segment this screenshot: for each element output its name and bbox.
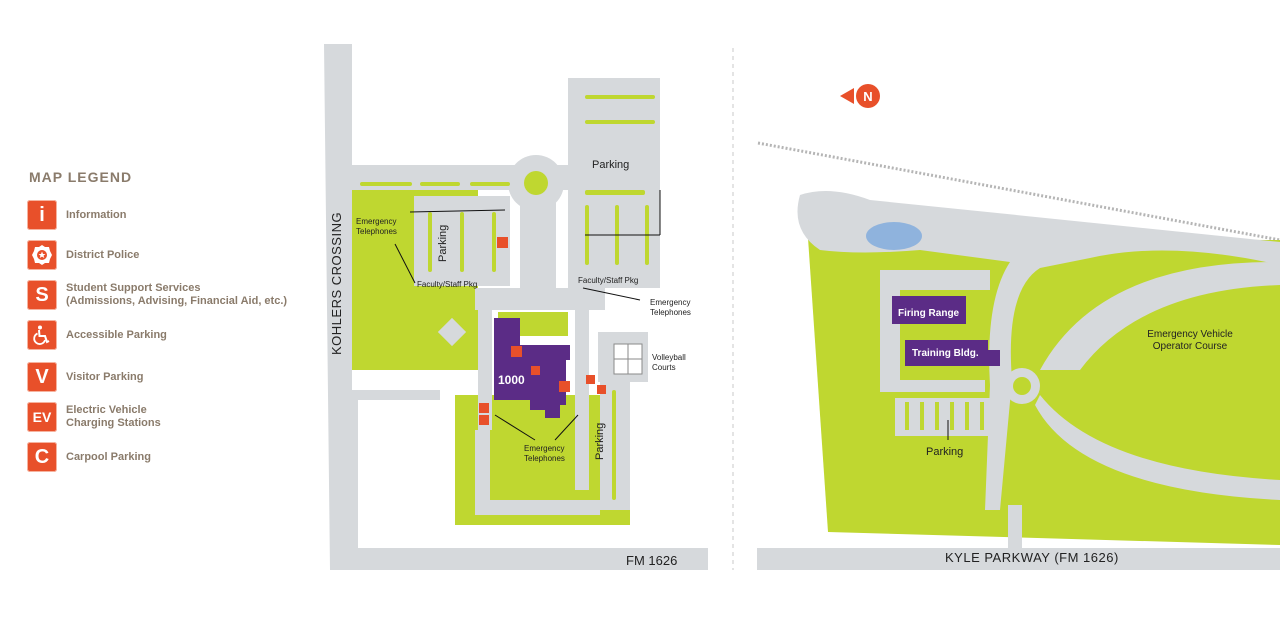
plaza bbox=[437, 317, 467, 347]
volleyball-line2: Courts bbox=[652, 363, 676, 372]
site-entry-road bbox=[1008, 505, 1022, 550]
emergency-telephones-line1: Emergency bbox=[356, 217, 396, 226]
evoc-track-bottom bbox=[1035, 395, 1280, 500]
parking-islands-training bbox=[905, 402, 984, 430]
legend-label: Electric Vehicle Charging Stations bbox=[66, 404, 161, 429]
legend-item-accessible: Accessible Parking bbox=[27, 320, 167, 350]
legend-item-ev: EV Electric Vehicle Charging Stations bbox=[27, 402, 161, 432]
legend-item-police: District Police bbox=[27, 240, 139, 270]
north-arrow-icon: N bbox=[840, 84, 880, 108]
wheelchair-icon bbox=[27, 320, 57, 350]
student-services-icon: S bbox=[27, 280, 57, 310]
legend-label: Student Support Services (Admissions, Ad… bbox=[66, 282, 288, 307]
legend-label: Information bbox=[66, 208, 127, 221]
emergency-telephones-line2: Telephones bbox=[356, 227, 397, 236]
kohlers-crossing-road bbox=[324, 44, 708, 570]
ev-charging-icon: EV bbox=[27, 402, 57, 432]
right-campus-map: Firing Range Training Bldg. Parking Emer… bbox=[757, 84, 1280, 570]
police-badge-icon bbox=[531, 366, 540, 375]
visitor-parking-icon: V bbox=[27, 362, 57, 392]
roundabout-east-island bbox=[1013, 377, 1031, 395]
pond bbox=[866, 222, 922, 250]
map-legend: MAP LEGEND i Information District Police… bbox=[0, 0, 320, 640]
fm1626-label-left: FM 1626 bbox=[626, 553, 677, 568]
emergency-telephones-line1: Emergency bbox=[650, 298, 690, 307]
volleyball-line1: Volleyball bbox=[652, 353, 686, 362]
drive-loop bbox=[475, 430, 600, 515]
north-label: N bbox=[863, 89, 872, 104]
main-drive bbox=[520, 200, 556, 300]
perimeter-road bbox=[797, 191, 1280, 510]
legend-label: Carpool Parking bbox=[66, 450, 151, 463]
parking-label-training: Parking bbox=[926, 446, 963, 458]
legend-item-information: i Information bbox=[27, 200, 127, 230]
student-services-icon bbox=[559, 381, 570, 392]
police-badge-icon bbox=[27, 240, 57, 270]
legend-title: MAP LEGEND bbox=[29, 169, 133, 185]
range-loop-road bbox=[880, 270, 990, 392]
map-markers bbox=[479, 237, 606, 425]
building-1000-label: 1000 bbox=[498, 373, 525, 387]
legend-item-visitor: V Visitor Parking bbox=[27, 362, 143, 392]
drive-east bbox=[575, 310, 589, 490]
left-campus-map: 1000 KOHLERS CROSSING FM 1626 Parking Pa… bbox=[324, 44, 708, 570]
legend-label: District Police bbox=[66, 248, 140, 261]
information-icon: i bbox=[27, 200, 57, 230]
firing-range-label: Firing Range bbox=[898, 308, 960, 319]
drive-west bbox=[478, 310, 492, 430]
drive-south bbox=[475, 288, 605, 310]
carpool-icon bbox=[497, 237, 508, 248]
training-building[interactable] bbox=[905, 340, 1000, 366]
kohlers-crossing-label: KOHLERS CROSSING bbox=[329, 212, 344, 355]
legend-label: Visitor Parking bbox=[66, 370, 144, 383]
faculty-parking-north: Faculty/Staff Pkg bbox=[578, 276, 638, 285]
visitor-parking-icon bbox=[597, 385, 606, 394]
ev-charging-icon bbox=[479, 403, 489, 413]
evoc-line1: Emergency Vehicle bbox=[1147, 329, 1233, 340]
railroad bbox=[757, 141, 1280, 242]
emergency-arrows bbox=[394, 190, 661, 441]
parking-lot-north bbox=[568, 78, 660, 288]
emergency-telephones-line2: Telephones bbox=[650, 308, 691, 317]
emergency-telephones-line2: Telephones bbox=[524, 454, 565, 463]
evoc-line2: Operator Course bbox=[1153, 341, 1228, 352]
faculty-parking-west: Faculty/Staff Pkg bbox=[417, 280, 477, 289]
evoc-track-top bbox=[1040, 261, 1280, 370]
legend-item-carpool: C Carpool Parking bbox=[27, 442, 151, 472]
parking-label-north: Parking bbox=[592, 159, 629, 171]
legend-label: Accessible Parking bbox=[66, 328, 167, 341]
wheelchair-icon bbox=[479, 415, 489, 425]
parking-label-east: Parking bbox=[594, 423, 606, 460]
training-building-label: Training Bldg. bbox=[912, 348, 979, 359]
information-icon bbox=[511, 346, 522, 357]
roundabout-island bbox=[524, 171, 548, 195]
carpool-icon: C bbox=[27, 442, 57, 472]
emergency-telephones-line1: Emergency bbox=[524, 444, 564, 453]
kyle-parkway-road bbox=[757, 548, 1280, 570]
parking-label-west: Parking bbox=[437, 225, 449, 262]
wheelchair-icon bbox=[586, 375, 595, 384]
legend-item-student-services: S Student Support Services (Admissions, … bbox=[27, 280, 287, 310]
kyle-parkway-label: KYLE PARKWAY (FM 1626) bbox=[945, 550, 1119, 565]
firing-range-building[interactable] bbox=[892, 296, 966, 324]
